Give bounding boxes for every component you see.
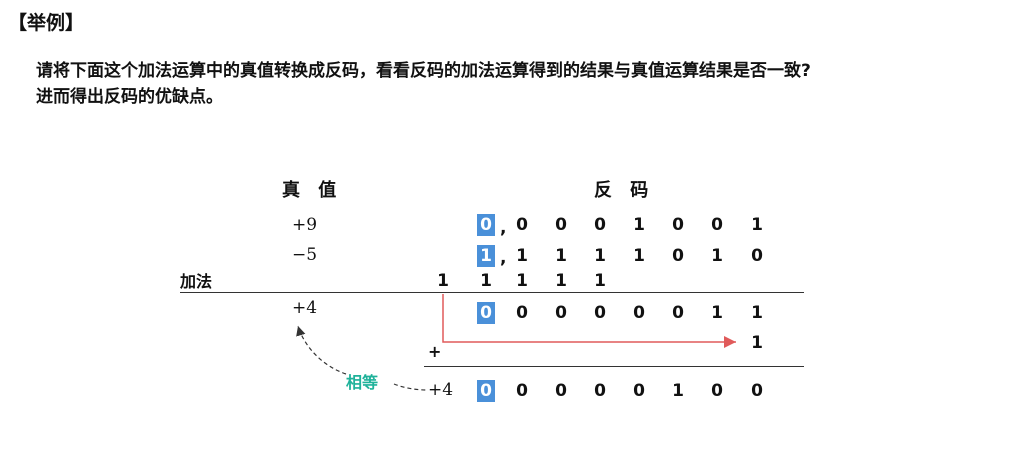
bit-final-6: 0 [711,381,723,401]
bit-b-7: 0 [751,246,763,266]
bit-carry-1: 1 [480,271,492,291]
bit-sum-4: 0 [633,303,645,323]
bit-a-1: 0 [516,215,528,235]
bit-carry-0: 1 [437,271,449,291]
bit-final-5: 1 [672,381,684,401]
bit-b-4: 1 [633,246,645,266]
bit-b-3: 1 [594,246,606,266]
bit-b-5: 0 [672,246,684,266]
bit-b-2: 1 [555,246,567,266]
comma-row-a: , [500,218,507,238]
header-true-value: 真 值 [282,180,343,201]
question-line-1: 请将下面这个加法运算中的真值转换成反码，看看反码的加法运算得到的结果与真值运算结… [36,61,811,81]
bit-sum-0: 0 [477,302,495,324]
example-title: 【举例】 [8,12,85,34]
sum-rule [180,292,804,293]
bit-sum-7: 1 [751,303,763,323]
true-value-final: +4 [428,380,454,400]
true-value-sum: +4 [292,298,318,318]
bit-carry-4: 1 [594,271,606,291]
equality-arrow-up [296,325,347,375]
bit-sum-5: 0 [672,303,684,323]
bit-final-1: 0 [516,381,528,401]
bit-carry-3: 1 [555,271,567,291]
bit-b-0: 1 [477,245,495,267]
equal-label: 相等 [346,373,379,392]
bit-a-3: 0 [594,215,606,235]
equality-connector [393,383,429,391]
true-value-b: −5 [292,245,318,265]
true-value-a: +9 [292,215,318,235]
bit-a-4: 1 [633,215,645,235]
bit-a-5: 0 [672,215,684,235]
bit-a-0: 0 [477,214,495,236]
final-rule [424,366,804,367]
bit-final-3: 0 [594,381,606,401]
bit-a-6: 0 [711,215,723,235]
operation-label: 加法 [180,272,213,291]
bit-sum-2: 0 [555,303,567,323]
plus-sign: + [428,342,442,361]
comma-row-b: , [500,248,507,268]
end-around-carry-bit: 1 [751,333,763,353]
header-ones-complement: 反 码 [594,180,655,201]
end-around-carry-arrow [442,294,736,348]
bit-sum-6: 1 [711,303,723,323]
bit-final-0: 0 [477,380,495,402]
bit-final-4: 0 [633,381,645,401]
bit-a-2: 0 [555,215,567,235]
bit-b-1: 1 [516,246,528,266]
bit-sum-1: 0 [516,303,528,323]
bit-sum-3: 0 [594,303,606,323]
bit-carry-2: 1 [516,271,528,291]
bit-a-7: 1 [751,215,763,235]
question-line-2: 进而得出反码的优缺点。 [36,87,223,107]
bit-final-7: 0 [751,381,763,401]
bit-final-2: 0 [555,381,567,401]
bit-b-6: 1 [711,246,723,266]
